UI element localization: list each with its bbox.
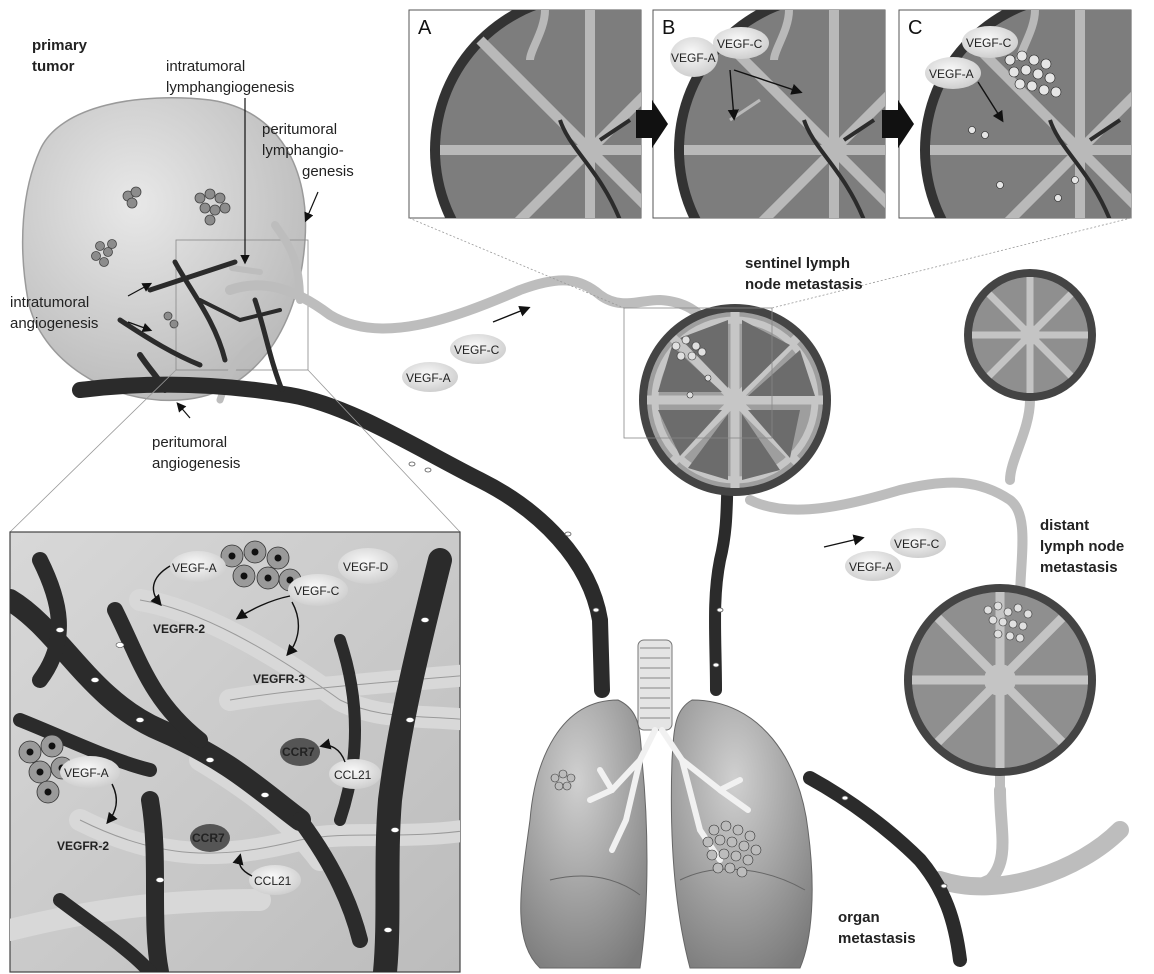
main-vegf-c-left: VEGF-C (454, 343, 500, 357)
panel-b-vegf-a: VEGF-A (671, 51, 716, 65)
inset-vegf-d: VEGF-D (343, 560, 389, 574)
label-intratumoral-angio-2: angiogenesis (10, 315, 98, 332)
distant-lymph-node-upper (964, 269, 1096, 401)
inset-vegfr2-top: VEGFR-2 (153, 622, 205, 636)
inset-vegf-a-left: VEGF-A (64, 766, 109, 780)
label-intratumoral-angio-1: intratumoral (10, 294, 89, 311)
label-distant-3: metastasis (1040, 559, 1118, 576)
inset-vegf-c: VEGF-C (294, 584, 340, 598)
label-intratumoral-lymph-2: lymphangiogenesis (166, 79, 294, 96)
label-sentinel-2: node metastasis (745, 276, 863, 293)
label-intratumoral-lymph-1: intratumoral (166, 58, 245, 75)
label-distant-2: lymph node (1040, 538, 1124, 555)
panel-c: C (899, 0, 1154, 310)
panel-c-vegf-c: VEGF-C (966, 36, 1012, 50)
inset-vegf-a-top: VEGF-A (172, 561, 217, 575)
label-distant-1: distant (1040, 517, 1089, 534)
label-primary-tumor-1: primary (32, 37, 88, 54)
panel-letter-c: C (908, 17, 922, 39)
label-organ-2: metastasis (838, 930, 916, 947)
label-peritumoral-angio-1: peritumoral (152, 434, 227, 451)
label-peritumoral-lymph-2: lymphangio- (262, 142, 344, 159)
panel-letter-b: B (662, 17, 675, 39)
label-peritumoral-lymph-3: genesis (302, 163, 354, 180)
main-vegf-a-right: VEGF-A (849, 560, 894, 574)
label-primary-tumor-2: tumor (32, 58, 75, 75)
inset-ccl21-upper: CCL21 (334, 768, 372, 782)
inset-ccr7-lower: CCR7 (192, 831, 225, 845)
inset-vegfr2-lower: VEGFR-2 (57, 839, 109, 853)
lungs (521, 640, 812, 968)
distant-lymph-node-lower (904, 584, 1096, 776)
panel-c-vegf-a: VEGF-A (929, 67, 974, 81)
inset-ccr7-upper: CCR7 (282, 745, 315, 759)
label-organ-1: organ (838, 909, 880, 926)
sentinel-lymph-node (624, 304, 831, 496)
label-sentinel-1: sentinel lymph (745, 255, 850, 272)
label-peritumoral-angio-2: angiogenesis (152, 455, 240, 472)
panel-b-vegf-c: VEGF-C (717, 37, 763, 51)
label-peritumoral-lymph-1: peritumoral (262, 121, 337, 138)
panel-letter-a: A (418, 17, 432, 39)
main-vegf-a-left: VEGF-A (406, 371, 451, 385)
inset-ccl21-lower: CCL21 (254, 874, 292, 888)
inset-vegfr3: VEGFR-3 (253, 672, 305, 686)
main-vegf-c-right: VEGF-C (894, 537, 940, 551)
